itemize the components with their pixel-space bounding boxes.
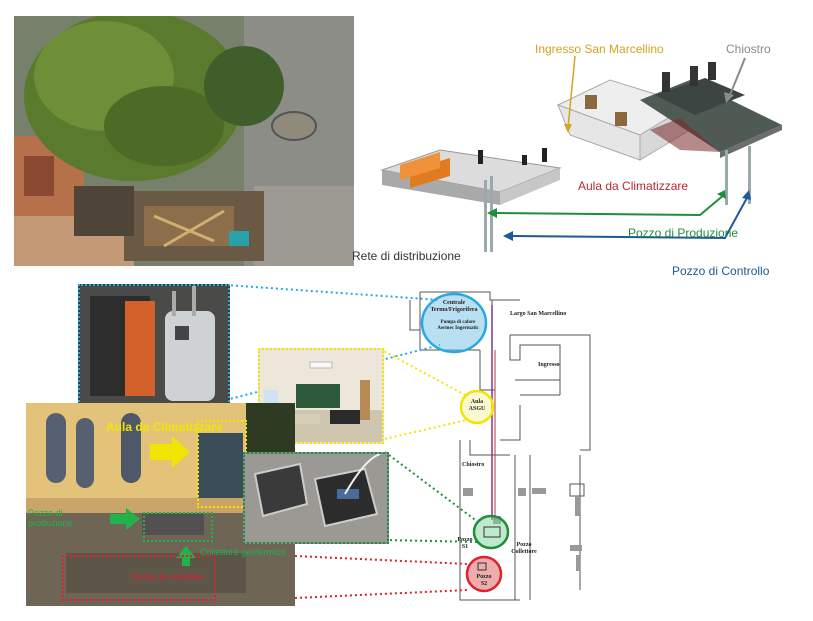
ingresso-pointer-line	[567, 55, 576, 129]
rete-label: Rete di distribuzione	[352, 249, 461, 263]
controllo-arrow	[511, 195, 749, 240]
ingresso-label: Ingresso San Marcellino	[535, 42, 664, 56]
courtyard-pozzo-produzione-label: Pozzo di produzione	[28, 508, 73, 528]
chiostro-label: Chiostro	[726, 42, 771, 56]
courtyard-aula-label: Aula da Climatizzare	[106, 420, 223, 434]
courtyard-pozzo-controllo-box	[62, 555, 216, 601]
aerial-photo	[14, 16, 354, 266]
aerial-photo-art	[14, 16, 354, 266]
produzione-arrow-icon	[110, 508, 140, 530]
courtyard-pozzo-produzione-box	[143, 512, 213, 542]
pozzo-controllo-label: Pozzo di Controllo	[672, 264, 770, 278]
plan-pompa: Pompa di calore Aermec Ingermatic	[437, 320, 479, 331]
plan-pozzo-collettore: Pozzo Collettore	[511, 542, 537, 555]
plan-pozzo-s1: Pozzo S1	[457, 537, 473, 550]
plan-aula: Aula ASGU	[468, 399, 486, 412]
main-building-3d	[556, 62, 782, 205]
pozzo-s2-circle	[465, 555, 503, 593]
distribution-building-3d	[380, 148, 562, 252]
heat-pump-photo	[78, 284, 230, 406]
plan-centrale: Centrale Termo/Frigorifera	[430, 300, 478, 313]
courtyard-collettore-label: Collettore geotermico	[200, 547, 286, 557]
well-photo	[243, 452, 389, 544]
aula-circle	[459, 389, 495, 425]
plan-chiostro: Chiostro	[462, 462, 485, 468]
plan-ingresso: Ingresso	[538, 362, 560, 368]
courtyard-pozzo-controllo-label: Pozzo di controllo	[132, 572, 204, 582]
aula-3d-label: Aula da Climatizzare	[578, 179, 689, 193]
plan-largo: Largo San Marcellino	[510, 311, 567, 317]
pozzo-s1-circle	[472, 514, 510, 550]
centrale-circle	[420, 292, 488, 354]
aula-arrow-icon	[150, 436, 190, 468]
produzione-arrow	[494, 193, 726, 217]
pozzo-produzione-label: Pozzo di Produzione	[628, 226, 739, 240]
plan-pozzo-s2: Pozzo S2	[476, 574, 492, 587]
